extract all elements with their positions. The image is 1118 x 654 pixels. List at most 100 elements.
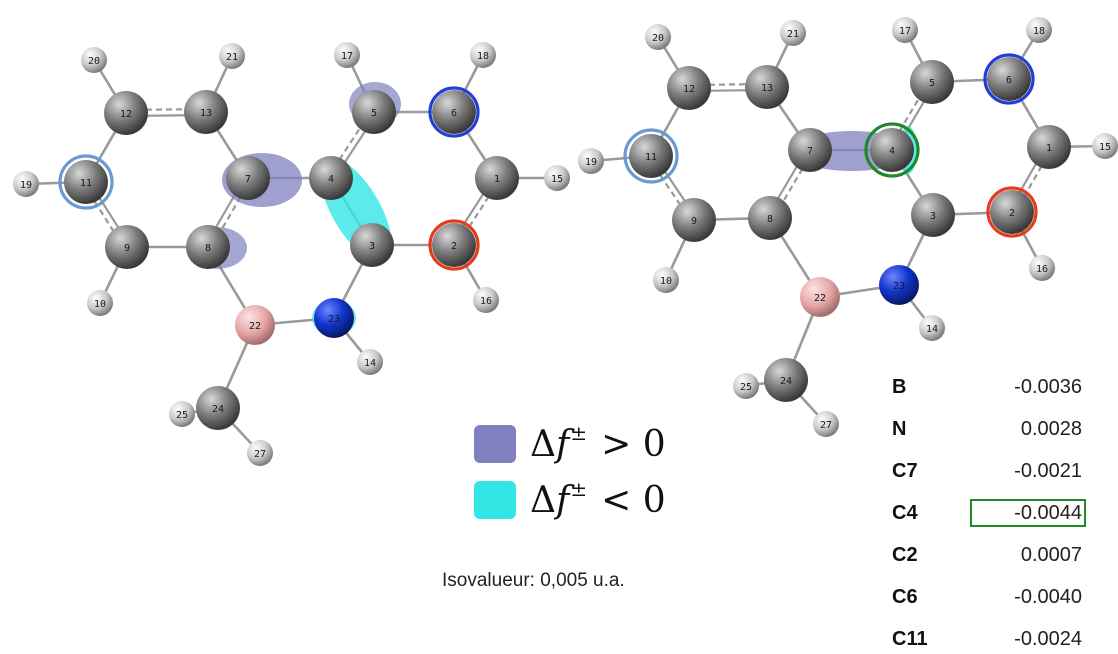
atom-number: 21 bbox=[787, 29, 799, 40]
atom: 17 bbox=[892, 17, 918, 43]
atom-number: 25 bbox=[740, 382, 752, 393]
c11-ring-right bbox=[623, 128, 679, 184]
atom-number: 25 bbox=[176, 410, 188, 421]
atom: 11 bbox=[64, 160, 108, 204]
atom: 11 bbox=[629, 134, 673, 178]
atom-number: 20 bbox=[88, 56, 100, 67]
atom: 5 bbox=[352, 90, 396, 134]
atom: 8 bbox=[186, 225, 230, 269]
atom: 12 bbox=[104, 91, 148, 135]
atom: 16 bbox=[1029, 255, 1055, 281]
atom-number: 9 bbox=[124, 243, 130, 254]
atom: 4 bbox=[870, 128, 914, 172]
atom: 15 bbox=[1092, 133, 1118, 159]
table-row: C6-0.0040 bbox=[892, 586, 1082, 608]
atom: 24 bbox=[764, 358, 808, 402]
atom-number: 4 bbox=[328, 174, 334, 185]
atom-number: 9 bbox=[691, 216, 697, 227]
atom-number: 16 bbox=[480, 296, 492, 307]
atom-number: 13 bbox=[200, 108, 212, 119]
atom-number: 14 bbox=[926, 324, 938, 335]
atom: 14 bbox=[357, 349, 383, 375]
atom-number: 6 bbox=[451, 108, 457, 119]
table-row: B-0.0036 bbox=[892, 376, 1082, 398]
c2-ring-left bbox=[428, 219, 480, 271]
atom: 13 bbox=[745, 65, 789, 109]
atom-number: 7 bbox=[807, 146, 813, 157]
atom: 13 bbox=[184, 90, 228, 134]
atom: 8 bbox=[748, 196, 792, 240]
atom: 16 bbox=[473, 287, 499, 313]
atom-number: 24 bbox=[212, 404, 224, 415]
atom: 9 bbox=[672, 198, 716, 242]
atom: 4 bbox=[309, 156, 353, 200]
atom-number: 1 bbox=[494, 174, 500, 185]
atom: 1 bbox=[475, 156, 519, 200]
c4-highlight-box bbox=[970, 499, 1086, 527]
atom-number: 2 bbox=[1009, 208, 1015, 219]
atom: 27 bbox=[813, 411, 839, 437]
atom: 6 bbox=[432, 90, 476, 134]
c11-ring-left bbox=[58, 154, 114, 210]
atom: 9 bbox=[105, 225, 149, 269]
atom-number: 27 bbox=[820, 420, 832, 431]
table-row: C7-0.0021 bbox=[892, 460, 1082, 482]
atom-number: 15 bbox=[551, 174, 563, 185]
atom-number: 20 bbox=[652, 33, 664, 44]
atom-number: 24 bbox=[780, 376, 792, 387]
atom: 19 bbox=[578, 148, 604, 174]
atom: 5 bbox=[910, 60, 954, 104]
atom: 15 bbox=[544, 165, 570, 191]
atom-number: 2 bbox=[451, 241, 457, 252]
atom: 25 bbox=[169, 401, 195, 427]
atom: 22 bbox=[235, 305, 275, 345]
c4-ring-right bbox=[864, 122, 920, 178]
atom: 22 bbox=[800, 277, 840, 317]
atom-number: 5 bbox=[371, 108, 377, 119]
atom-number: 17 bbox=[341, 51, 353, 62]
atom: 23 bbox=[314, 298, 354, 338]
atom-number: 22 bbox=[814, 293, 826, 304]
c6-ring-right bbox=[983, 53, 1035, 105]
legend-negative: Δf±< 0 bbox=[474, 477, 714, 525]
atom-number: 19 bbox=[585, 157, 597, 168]
atom-number: 23 bbox=[328, 314, 340, 325]
atom: 3 bbox=[350, 223, 394, 267]
atom: 7 bbox=[226, 156, 270, 200]
atom: 2 bbox=[990, 190, 1034, 234]
atom-number: 19 bbox=[20, 180, 32, 191]
atom: 21 bbox=[780, 20, 806, 46]
isovalue-label: Isovalueur: 0,005 u.a. bbox=[442, 570, 625, 591]
atom-number: 8 bbox=[767, 214, 773, 225]
atom-number: 3 bbox=[369, 241, 375, 252]
table-row: C4-0.0044 bbox=[892, 502, 1082, 524]
atom-number: 6 bbox=[1006, 75, 1012, 86]
atom-number: 5 bbox=[929, 78, 935, 89]
atom-number: 22 bbox=[249, 321, 261, 332]
atom: 24 bbox=[196, 386, 240, 430]
atom-number: 3 bbox=[930, 211, 936, 222]
atom-number: 1 bbox=[1046, 143, 1052, 154]
atom-number: 10 bbox=[94, 299, 106, 310]
atom-number: 12 bbox=[683, 84, 695, 95]
atom-number: 7 bbox=[245, 174, 251, 185]
atom-number: 14 bbox=[364, 358, 376, 369]
atom-number: 10 bbox=[660, 276, 672, 287]
atom: 20 bbox=[645, 24, 671, 50]
atom: 21 bbox=[219, 43, 245, 69]
atom: 23 bbox=[879, 265, 919, 305]
atom: 10 bbox=[653, 267, 679, 293]
atom: 10 bbox=[87, 290, 113, 316]
atom-number: 18 bbox=[1033, 26, 1045, 37]
atom-number: 4 bbox=[889, 146, 895, 157]
atom-number: 13 bbox=[761, 83, 773, 94]
legend-negative-formula: Δf±< 0 bbox=[530, 477, 666, 521]
atom: 2 bbox=[432, 223, 476, 267]
highlight-rings bbox=[58, 53, 1038, 271]
legend-positive-formula: Δf±> 0 bbox=[530, 421, 666, 465]
atom-number: 15 bbox=[1099, 142, 1111, 153]
atom-number: 16 bbox=[1036, 264, 1048, 275]
c2-ring-right bbox=[986, 186, 1038, 238]
